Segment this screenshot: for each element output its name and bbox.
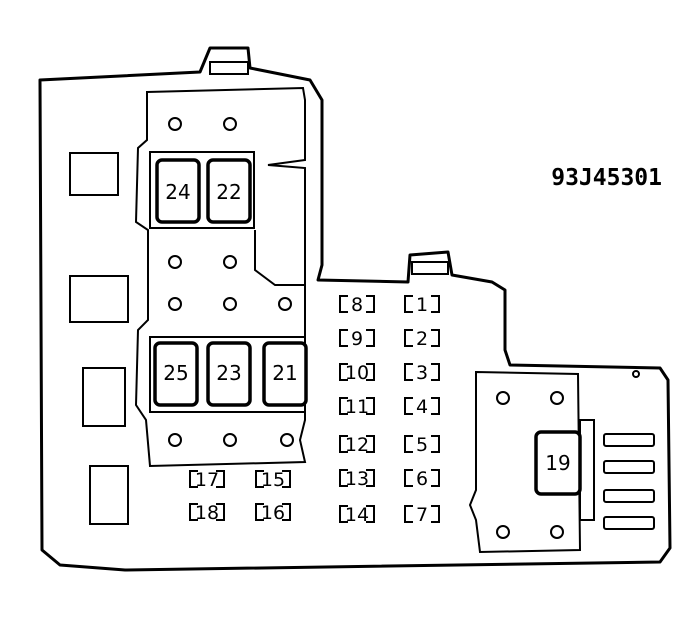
fuse-label: 7	[416, 504, 428, 526]
fuse-label: 15	[261, 469, 285, 491]
side-slot-2	[69, 275, 129, 323]
housing-outline	[38, 46, 672, 572]
side-slot-4	[89, 465, 129, 525]
fuse-label: 4	[416, 396, 428, 418]
fuse-4: 4	[404, 396, 440, 418]
top-latch-right	[411, 261, 449, 275]
relay-label: 19	[545, 451, 570, 475]
relay-21: 21	[262, 341, 308, 407]
fuse-15: 15	[255, 469, 291, 491]
relay-label: 25	[163, 361, 188, 385]
side-connector-pins	[603, 433, 655, 530]
relay-carrier-step	[254, 230, 305, 286]
side-slot-3	[82, 367, 126, 427]
side-connector-socket	[579, 419, 595, 521]
relay-label: 21	[272, 361, 297, 385]
fuse-label: 3	[416, 362, 428, 384]
fuse-label: 16	[261, 502, 285, 524]
fuse-12: 12	[339, 434, 375, 456]
relay-label: 22	[216, 180, 241, 204]
fuse-11: 11	[339, 396, 375, 418]
fuse-label: 11	[345, 396, 369, 418]
fuse-label: 13	[345, 468, 369, 490]
relay-label: 24	[165, 180, 190, 204]
fuse-17: 17	[189, 469, 225, 491]
fuse-label: 9	[351, 328, 363, 350]
top-latch-left	[209, 61, 249, 75]
side-slot-1	[69, 152, 119, 196]
relay-socket-top	[149, 151, 255, 229]
fuse-label: 17	[195, 469, 219, 491]
fuse-5: 5	[404, 434, 440, 456]
fuse-label: 14	[345, 504, 369, 526]
fuse-label: 6	[416, 468, 428, 490]
fuse-18: 18	[189, 502, 225, 524]
relay-22: 22	[206, 158, 252, 224]
fuse-label: 1	[416, 294, 428, 316]
fuse-10: 10	[339, 362, 375, 384]
fuse-9: 9	[339, 328, 375, 350]
relay-25: 25	[153, 341, 199, 407]
right-relay-module	[468, 370, 582, 554]
fuse-group: 8 1 9 2 10 3 11 4	[189, 294, 440, 526]
relay-23: 23	[206, 341, 252, 407]
fuse-label: 12	[345, 434, 369, 456]
fuse-13: 13	[339, 468, 375, 490]
fuse-label: 2	[416, 328, 428, 350]
fuse-7: 7	[404, 504, 440, 526]
fuse-14: 14	[339, 504, 375, 526]
fuse-label: 5	[416, 434, 428, 456]
fuse-label: 18	[195, 502, 219, 524]
relay-carrier-panel	[134, 86, 307, 468]
relay-19: 19	[534, 430, 582, 496]
fuse-6: 6	[404, 468, 440, 490]
diagram-code: 93J45301	[551, 165, 662, 191]
relay-24: 24	[155, 158, 201, 224]
fuse-label: 10	[345, 362, 369, 384]
fuse-3: 3	[404, 362, 440, 384]
fuse-1: 1	[404, 294, 440, 316]
relay-label: 23	[216, 361, 241, 385]
fuse-16: 16	[255, 502, 291, 524]
fuse-2: 2	[404, 328, 440, 350]
fuse-label: 8	[351, 294, 363, 316]
fuse-8: 8	[339, 294, 375, 316]
mounting-holes	[168, 117, 640, 539]
